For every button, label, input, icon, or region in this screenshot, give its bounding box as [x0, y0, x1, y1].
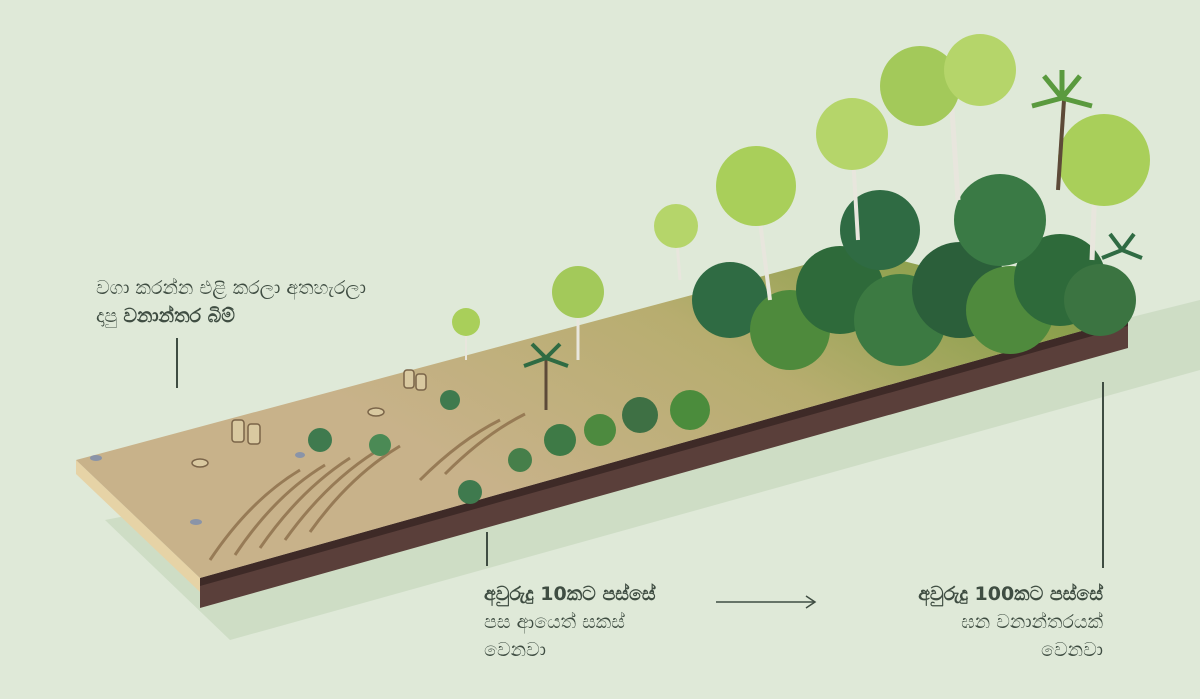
label-right-line3: වෙනවා [1041, 639, 1103, 661]
label-right-title: අවුරුදු 100කට පස්සේ [918, 583, 1103, 605]
pointer-line-right [1102, 382, 1104, 568]
label-mid-line3: වෙනවා [484, 639, 546, 661]
dense-forest [692, 34, 1150, 370]
label-mid-line2: පස ආයෙත් සකස් [484, 611, 625, 633]
tree-stumps [191, 369, 427, 468]
label-left-line1: වගා කරන්න එළි කරලා අතහැරලා [96, 277, 367, 299]
label-mid-title: අවුරුදු 10කට පස්සේ [484, 583, 656, 605]
label-abandoned-forest-land: වගා කරන්න එළි කරලා අතහැරලා දාපු වනාන්තර … [96, 274, 366, 330]
soil-slab-sides [76, 318, 1128, 608]
plough-ridges [208, 412, 526, 561]
label-left-line2-plain: දාපු [96, 305, 124, 327]
label-left-line2: දාපු වනාන්තර බිම් [96, 302, 366, 330]
label-left-line2-bold: වනාන්තර බිම් [123, 305, 235, 327]
pointer-line-left [176, 338, 178, 388]
pointer-line-mid [486, 532, 488, 566]
progression-arrow-icon [716, 595, 817, 609]
shrubs [308, 390, 710, 504]
label-after-10-years: අවුරුදු 10කට පස්සේ පස ආයෙත් සකස් වෙනවා [484, 580, 656, 664]
young-trees [452, 204, 698, 410]
label-right-line2: ඝන වනාන්තරයක් [961, 611, 1103, 633]
label-after-100-years: අවුරුදු 100කට පස්සේ ඝන වනාන්තරයක් වෙනවා [918, 580, 1103, 664]
rocks [90, 452, 305, 525]
